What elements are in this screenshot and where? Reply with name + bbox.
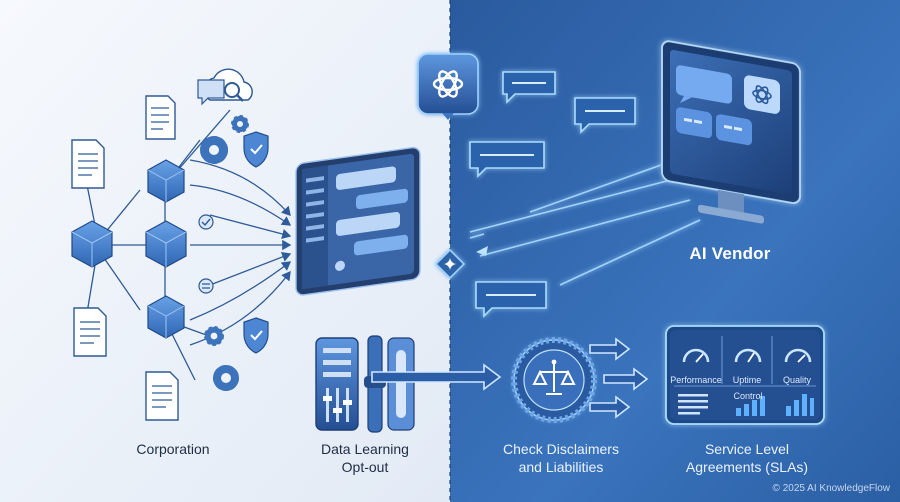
label-disclaimers-line2: and Liabilities bbox=[518, 459, 604, 475]
chat-bubble-icon bbox=[197, 79, 225, 106]
diamond-icon bbox=[434, 248, 466, 280]
shield-icon bbox=[243, 317, 269, 354]
chat-tablet bbox=[295, 146, 421, 296]
equals-circle-icon bbox=[198, 278, 214, 294]
document-icon bbox=[71, 139, 105, 189]
ai-logo-icon bbox=[417, 53, 479, 120]
scales-icon bbox=[511, 337, 597, 423]
label-sla-line1: Service Level bbox=[704, 441, 790, 457]
label-opt-out: Data Learning Opt-out bbox=[300, 440, 430, 476]
gear-icon bbox=[204, 326, 224, 346]
gauge-icon bbox=[682, 348, 812, 363]
data-streams bbox=[469, 159, 701, 286]
label-sla-line2: Agreements (SLAs) bbox=[685, 459, 809, 475]
document-icon bbox=[145, 95, 176, 140]
gauge-label-performance: Performance bbox=[670, 375, 722, 385]
label-sla: Service Level Agreements (SLAs) bbox=[672, 440, 822, 476]
cube-icon bbox=[147, 295, 185, 339]
label-opt-out-line1: Data Learning bbox=[321, 441, 409, 457]
sla-dashboard bbox=[665, 325, 825, 425]
label-ai-vendor: AI Vendor bbox=[689, 244, 771, 263]
cube-icon bbox=[71, 220, 113, 268]
gear-icon bbox=[231, 115, 249, 133]
gauge-label-quality: Quality bbox=[782, 375, 811, 385]
shield-icon bbox=[243, 131, 269, 168]
gauge-label-uptime: Uptime bbox=[732, 375, 762, 385]
label-corporation: Corporation bbox=[136, 441, 210, 457]
cube-icon bbox=[147, 159, 185, 203]
copyright-text: © 2025 AI KnowledgeFlow bbox=[772, 483, 890, 494]
document-icon bbox=[145, 371, 179, 421]
monitor-icon bbox=[661, 40, 801, 224]
label-opt-out-line2: Opt-out bbox=[341, 459, 389, 475]
chat-bubble-icon bbox=[469, 71, 636, 318]
label-disclaimers-line1: Check Disclaimers bbox=[503, 441, 619, 457]
flow-arrows bbox=[371, 337, 649, 419]
document-icon bbox=[73, 307, 107, 357]
check-circle-icon bbox=[198, 214, 214, 230]
gear-icon bbox=[200, 136, 228, 164]
label-disclaimers: Check Disclaimers and Liabilities bbox=[486, 440, 636, 476]
cube-icon bbox=[145, 220, 187, 268]
gear-icon bbox=[213, 365, 239, 391]
panel-label-control: Control bbox=[733, 391, 763, 401]
